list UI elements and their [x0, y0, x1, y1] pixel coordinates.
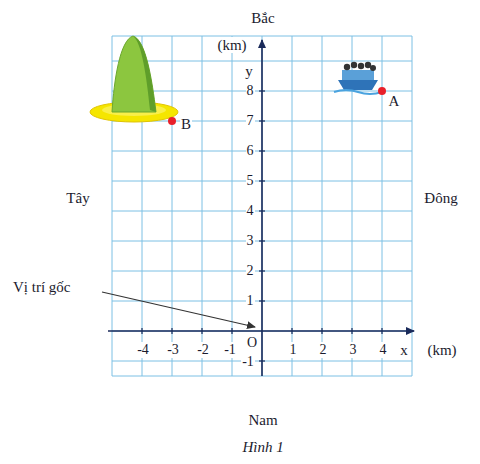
grid-line: [171, 328, 172, 334]
grid-line: [112, 211, 412, 212]
tick-number: 8: [246, 83, 255, 98]
grid-lines: [112, 36, 412, 376]
point-a-dot: [378, 87, 386, 95]
point-label: B: [180, 116, 192, 133]
origin-label: O: [246, 335, 258, 350]
grid-line: [259, 180, 265, 181]
callout-label: Vị trí gốc: [12, 279, 72, 296]
grid-line: [141, 328, 142, 334]
grid-line: [232, 36, 233, 376]
grid-line: [201, 328, 202, 334]
grid-line: [381, 328, 382, 334]
tick-number: 2: [319, 342, 328, 357]
tick-number: 4: [379, 342, 388, 357]
tick-number: 2: [246, 263, 255, 278]
grid-line: [291, 328, 292, 334]
grid-line: [112, 181, 412, 182]
grid-line: [112, 271, 412, 272]
tick-number: 4: [246, 203, 255, 218]
grid-line: [112, 301, 412, 302]
direction-label: Nam: [247, 412, 278, 429]
tick-number: 1: [246, 293, 255, 308]
x-axis: [108, 330, 414, 332]
mountain-icon: [90, 36, 178, 122]
tick-number: 1: [289, 342, 298, 357]
grid-line: [292, 36, 293, 376]
grid-line: [202, 36, 203, 376]
grid-line: [321, 328, 322, 334]
tick-number: 7: [246, 113, 255, 128]
tick-number: -4: [136, 342, 150, 357]
grid-line: [172, 36, 173, 376]
tick-number: 6: [246, 143, 255, 158]
grid-line: [259, 120, 265, 121]
grid-line: [262, 36, 263, 376]
grid-line: [351, 328, 352, 334]
grid-line: [259, 210, 265, 211]
grid-line: [259, 270, 265, 271]
grid-line: [412, 36, 413, 376]
axis-name: x: [399, 342, 409, 359]
grid-line: [112, 91, 412, 92]
tick-number: -1: [223, 342, 237, 357]
grid-line: [231, 328, 232, 334]
leader-line: [102, 292, 255, 327]
grid-line: [112, 361, 412, 362]
unit-label: (km): [426, 342, 457, 359]
tick-number: 3: [349, 342, 358, 357]
tick-marks: [142, 91, 382, 361]
direction-label: Bắc: [250, 10, 275, 27]
point-label: A: [388, 93, 401, 110]
direction-label: Tây: [65, 190, 90, 207]
point-b-dot: [168, 117, 176, 125]
grid-line: [112, 151, 412, 152]
grid-line: [259, 90, 265, 91]
unit-label: (km): [216, 37, 247, 54]
grid-line: [112, 241, 412, 242]
figure-caption: Hình 1: [241, 439, 284, 456]
grid-line: [112, 36, 412, 37]
direction-label: Đông: [423, 190, 458, 207]
grid-line: [259, 300, 265, 301]
grid-line: [259, 360, 265, 361]
tick-number: -2: [196, 342, 210, 357]
grid-line: [112, 36, 113, 376]
boat-icon: [334, 62, 382, 94]
tick-number: 3: [246, 233, 255, 248]
axis-name: y: [244, 63, 254, 80]
tick-number: -3: [166, 342, 180, 357]
grid-line: [259, 240, 265, 241]
tick-number: 5: [246, 173, 255, 188]
grid-line: [322, 36, 323, 376]
tick-number: -1: [241, 354, 255, 369]
grid-line: [259, 150, 265, 151]
